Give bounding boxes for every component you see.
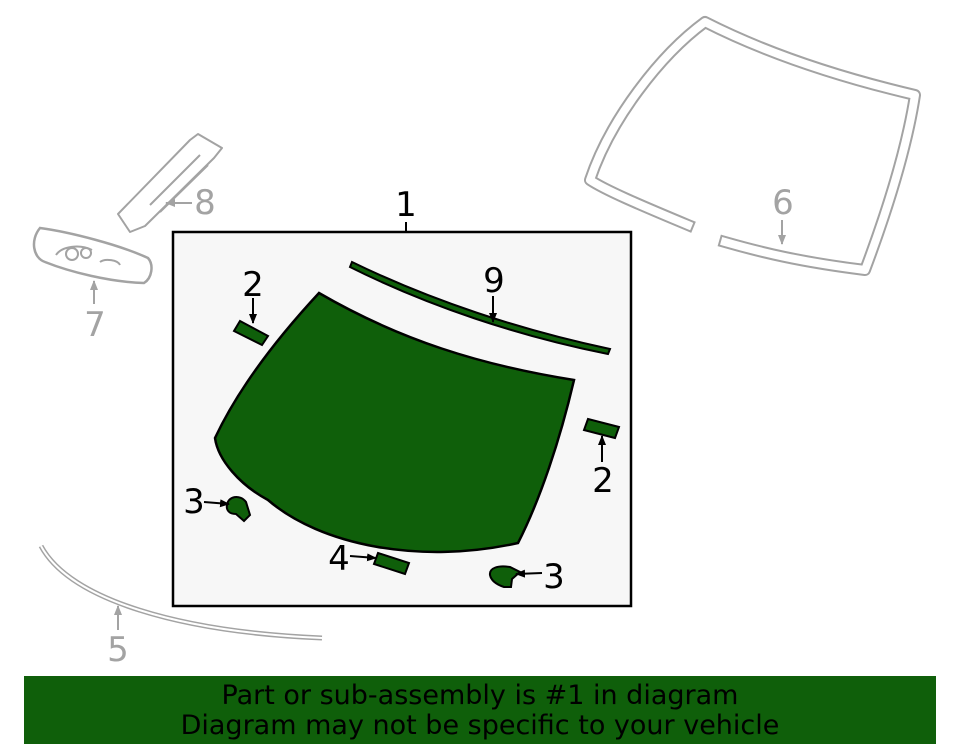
lower-molding-inner (40, 545, 323, 639)
banner-line-2: Diagram may not be specific to your vehi… (180, 710, 780, 741)
windshield-glass (213, 291, 576, 554)
bracket-left (232, 319, 270, 347)
callout-3a-arrow (203, 499, 230, 508)
callout-3a: 3 (183, 482, 205, 522)
callout-1: 1 (395, 185, 417, 225)
callout-3b-arrow (515, 569, 543, 578)
callout-9: 9 (483, 261, 505, 301)
callout-3b: 3 (543, 557, 565, 597)
callout-4-arrow (349, 553, 377, 562)
upper-molding-strip (348, 260, 612, 356)
sensor-right (488, 565, 522, 588)
callout-2a: 2 (242, 265, 264, 305)
info-banner: Part or sub-assembly is #1 in diagram Di… (24, 676, 936, 744)
callout-8: 8 (194, 183, 216, 223)
mirror-button-icon-2 (80, 247, 92, 259)
callout-5: 5 (107, 630, 129, 670)
mirror-button-icon (65, 247, 79, 261)
bracket-right (582, 417, 621, 440)
weatherstrip-frame (584, 16, 921, 276)
banner-line-1: Part or sub-assembly is #1 in diagram (221, 680, 739, 711)
callout-7: 7 (84, 305, 106, 345)
callout-6: 6 (772, 183, 794, 223)
callout-2b: 2 (592, 461, 614, 501)
rearview-mirror (32, 226, 153, 285)
weatherstrip-frame-inner (586, 18, 919, 274)
sensor-left (225, 496, 252, 523)
callout-4: 4 (328, 539, 350, 579)
